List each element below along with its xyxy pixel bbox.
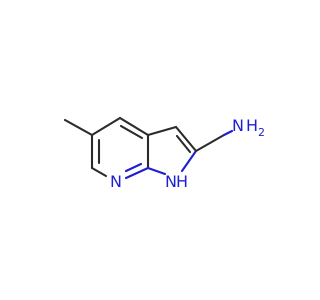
pyrrole-hydrogen-label: H bbox=[176, 172, 188, 191]
amine-hydrogen-count: 2 bbox=[258, 126, 265, 139]
amine-nitrogen-label: N bbox=[232, 116, 244, 135]
bond-c6-n7 bbox=[90, 166, 108, 178]
bond-c2-n1 bbox=[180, 149, 198, 173]
pyrrole-nitrogen-label: N bbox=[165, 172, 177, 191]
bond-c4-c3a-inner bbox=[119, 124, 144, 140]
bond-c3-c2 bbox=[174, 125, 198, 153]
bond-c3a-c3 bbox=[146, 125, 178, 137]
bond-c5-c4 bbox=[90, 116, 122, 137]
pyridine-nitrogen-label: N bbox=[110, 172, 122, 191]
structure-canvas: N N H N H 2 bbox=[63, 116, 265, 191]
amine-hydrogen-label: H bbox=[246, 116, 258, 135]
bond-methyl bbox=[63, 118, 94, 137]
bond-n7-c7a-inner bbox=[124, 162, 143, 173]
bond-n7-c7a bbox=[124, 166, 150, 180]
bond-ch2-nh2 bbox=[222, 129, 234, 137]
bond-c3-c2-inner bbox=[175, 134, 192, 154]
molecule-diagram: N N H N H 2 bbox=[63, 116, 265, 191]
bond-c4-c3a bbox=[118, 116, 150, 137]
bond-c2-ch2 bbox=[194, 133, 226, 153]
bond-n1-c7a bbox=[146, 166, 167, 176]
